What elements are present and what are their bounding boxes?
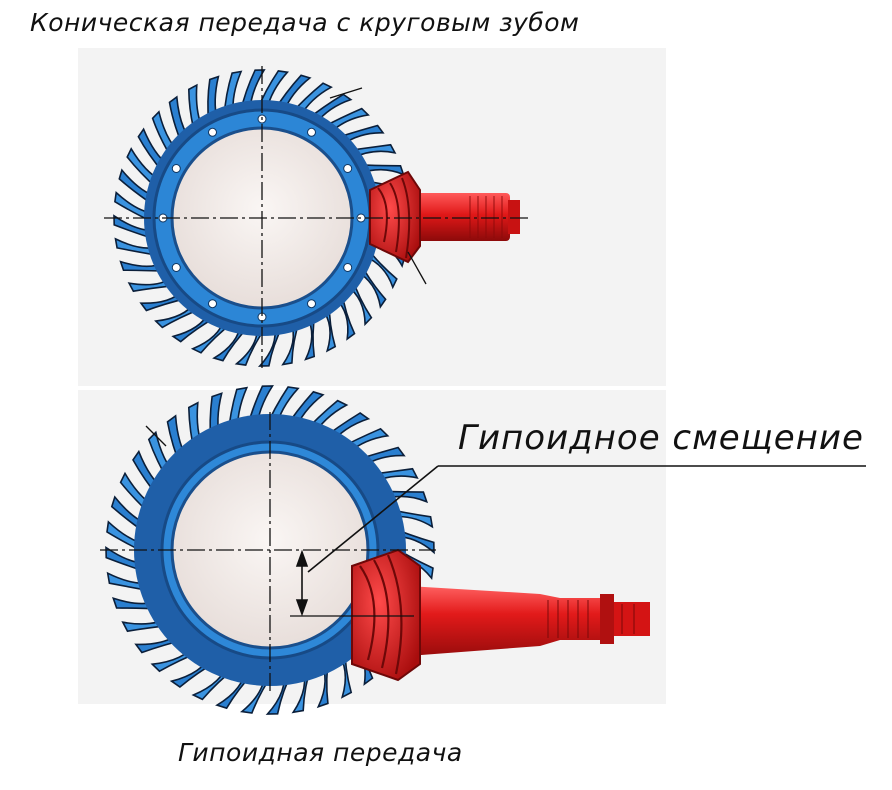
top-axis-lines: [104, 66, 530, 368]
hypoid-gear-title: Гипоидная передача: [178, 738, 463, 767]
pinion1-shaft-tip: [508, 200, 520, 234]
pinion2-splines: [547, 600, 635, 638]
pinion2-shaft-end: [610, 602, 650, 636]
pinion2-teeth: [359, 554, 403, 675]
pinion2-shaft: [408, 586, 612, 656]
spiral-bevel-gear-bolt-holes: [158, 114, 366, 322]
pinion2-shaft-collar: [600, 594, 614, 644]
pinion1-shaft: [402, 193, 510, 241]
bolt-hole: [343, 164, 353, 173]
hypoid-pinion: [351, 548, 650, 682]
spiral-bevel-pinion: [369, 170, 520, 264]
bolt-hole: [171, 164, 181, 173]
bolt-hole: [208, 299, 217, 309]
bottom-axis-lines: [100, 412, 436, 692]
hypoid-offset-label: Гипоидное смещение: [458, 418, 864, 458]
offset-dimension: [295, 465, 866, 617]
bolt-hole: [208, 127, 217, 137]
bolt-hole: [343, 263, 353, 272]
bolt-hole: [307, 127, 316, 137]
pinion1-splines: [469, 196, 503, 238]
spiral-bevel-title: Коническая передача с круговым зубом: [30, 8, 580, 37]
pinion1-head: [369, 170, 421, 264]
bolt-hole: [171, 263, 181, 272]
bolt-hole: [307, 299, 316, 309]
pinion1-teeth: [377, 177, 411, 259]
